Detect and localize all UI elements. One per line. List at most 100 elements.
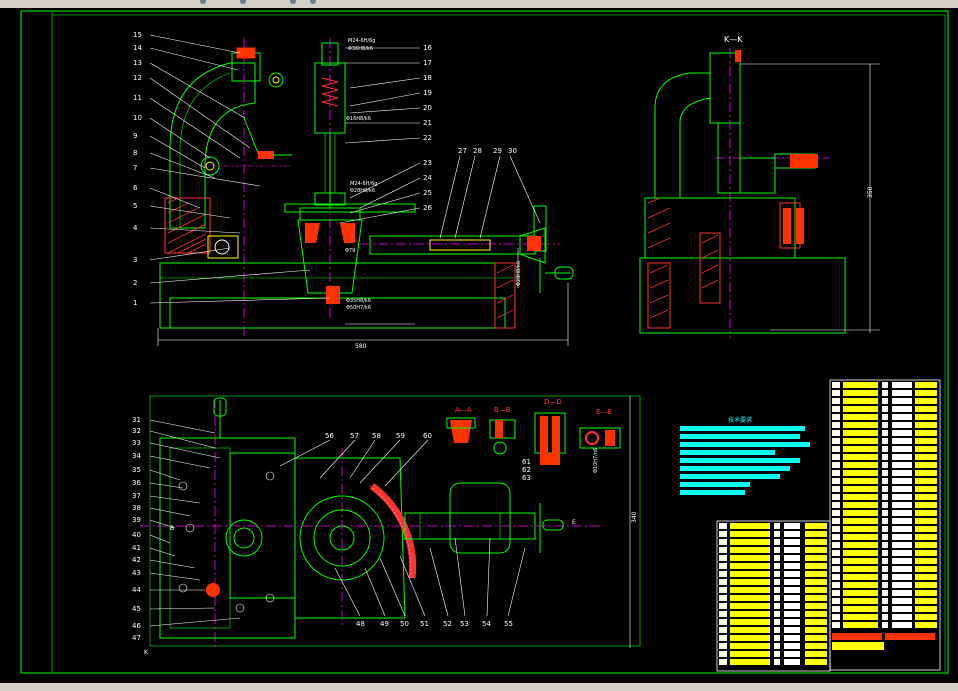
parts-list-cell [774, 579, 780, 585]
parts-list-cell [730, 619, 770, 625]
parts-list-cell [730, 555, 770, 561]
parts-list-cell [832, 510, 840, 516]
parts-list-cell [784, 587, 800, 593]
callout-number: 53 [460, 620, 469, 628]
parts-list-cell [882, 494, 888, 500]
parts-list-cell [892, 446, 912, 452]
toolbar-icon[interactable] [240, 0, 246, 4]
parts-list-cell [843, 382, 878, 388]
section-label-ee: E—E [596, 408, 612, 416]
parts-list-cell [892, 462, 912, 468]
parts-list-cell [882, 430, 888, 436]
parts-list-cell [774, 651, 780, 657]
parts-list-cell [832, 582, 840, 588]
dimension-small: Φ79 [345, 248, 355, 254]
parts-list-cell [805, 547, 827, 553]
callout-number: 55 [504, 620, 513, 628]
parts-list-cell [832, 518, 840, 524]
parts-list-cell [882, 574, 888, 580]
parts-list-cell [882, 534, 888, 540]
parts-list-cell [832, 614, 840, 620]
callout-number: 33 [132, 439, 141, 447]
parts-list-cell [719, 611, 727, 617]
parts-list-cell [784, 571, 800, 577]
parts-list-cell [784, 635, 800, 641]
parts-list-cell [805, 555, 827, 561]
parts-list-cell [784, 579, 800, 585]
parts-list-cell [719, 547, 727, 553]
callout-number: 59 [396, 432, 405, 440]
parts-list-cell [892, 534, 912, 540]
parts-list-cell [915, 590, 937, 596]
parts-list-cell [719, 659, 727, 665]
toolbar-icon[interactable] [290, 0, 296, 4]
callout-number: 43 [132, 569, 141, 577]
parts-list-cell [805, 603, 827, 609]
parts-list-cell [774, 603, 780, 609]
parts-list-cell [882, 390, 888, 396]
toolbar-icon[interactable] [200, 0, 206, 4]
parts-list-cell [805, 643, 827, 649]
parts-list-cell [892, 558, 912, 564]
parts-list-cell [832, 454, 840, 460]
parts-list-cell [730, 635, 770, 641]
callout-number: 2 [133, 279, 137, 287]
callout-number: 1 [133, 299, 137, 307]
parts-list-cell [832, 574, 840, 580]
parts-list-cell [882, 518, 888, 524]
callout-number: 19 [423, 89, 432, 97]
parts-list-cell [805, 651, 827, 657]
callout-number: 54 [482, 620, 491, 628]
callout-number: 52 [443, 620, 452, 628]
parts-list-cell [805, 635, 827, 641]
parts-list-cell [882, 502, 888, 508]
callout-number: 62 [522, 466, 531, 474]
cad-drawing-canvas[interactable]: K—K A—A B—B D—D E—E 技术要求 580 350 340 Φ79… [0, 8, 958, 683]
parts-list-cell [832, 414, 840, 420]
parts-list-cell [774, 587, 780, 593]
parts-list-cell [774, 659, 780, 665]
parts-list-cell [774, 643, 780, 649]
parts-list-cell [719, 571, 727, 577]
parts-list-cell [784, 659, 800, 665]
dimension-overall: 580 [355, 343, 367, 350]
parts-list-cell [730, 539, 770, 545]
callout-number: 38 [132, 504, 141, 512]
callout-number: 25 [423, 189, 432, 197]
parts-list-cell [892, 382, 912, 388]
toolbar-icon[interactable] [310, 0, 316, 4]
parts-list-cell [915, 510, 937, 516]
parts-list-cell [892, 494, 912, 500]
parts-list-cell [730, 563, 770, 569]
parts-list-cell [719, 595, 727, 601]
parts-list-cell [832, 462, 840, 468]
parts-list-cell [915, 550, 937, 556]
fit-annotation: M24-6H/6g [348, 38, 375, 44]
parts-list-cell [832, 486, 840, 492]
parts-list-cell [882, 558, 888, 564]
parts-list-cell [843, 550, 878, 556]
parts-list-cell [882, 606, 888, 612]
callout-number: 46 [132, 622, 141, 630]
callout-number: 10 [133, 114, 142, 122]
parts-list-cell [730, 603, 770, 609]
parts-list-cell [915, 606, 937, 612]
parts-list-cell [843, 518, 878, 524]
parts-list-cell [719, 579, 727, 585]
parts-list-cell [915, 558, 937, 564]
parts-list-cell [730, 587, 770, 593]
parts-list-cell [843, 606, 878, 612]
parts-list-cell [832, 606, 840, 612]
parts-list-cell [915, 406, 937, 412]
parts-list-cell [730, 627, 770, 633]
parts-list-cell [892, 438, 912, 444]
parts-list-cell [730, 531, 770, 537]
parts-list-cell [805, 571, 827, 577]
parts-list-cell [882, 406, 888, 412]
parts-list-cell [719, 627, 727, 633]
callout-number: 35 [132, 466, 141, 474]
section-label-aa: A—A [455, 406, 472, 414]
parts-list-cell [892, 454, 912, 460]
parts-list-cell [843, 470, 878, 476]
parts-list-cell [882, 614, 888, 620]
